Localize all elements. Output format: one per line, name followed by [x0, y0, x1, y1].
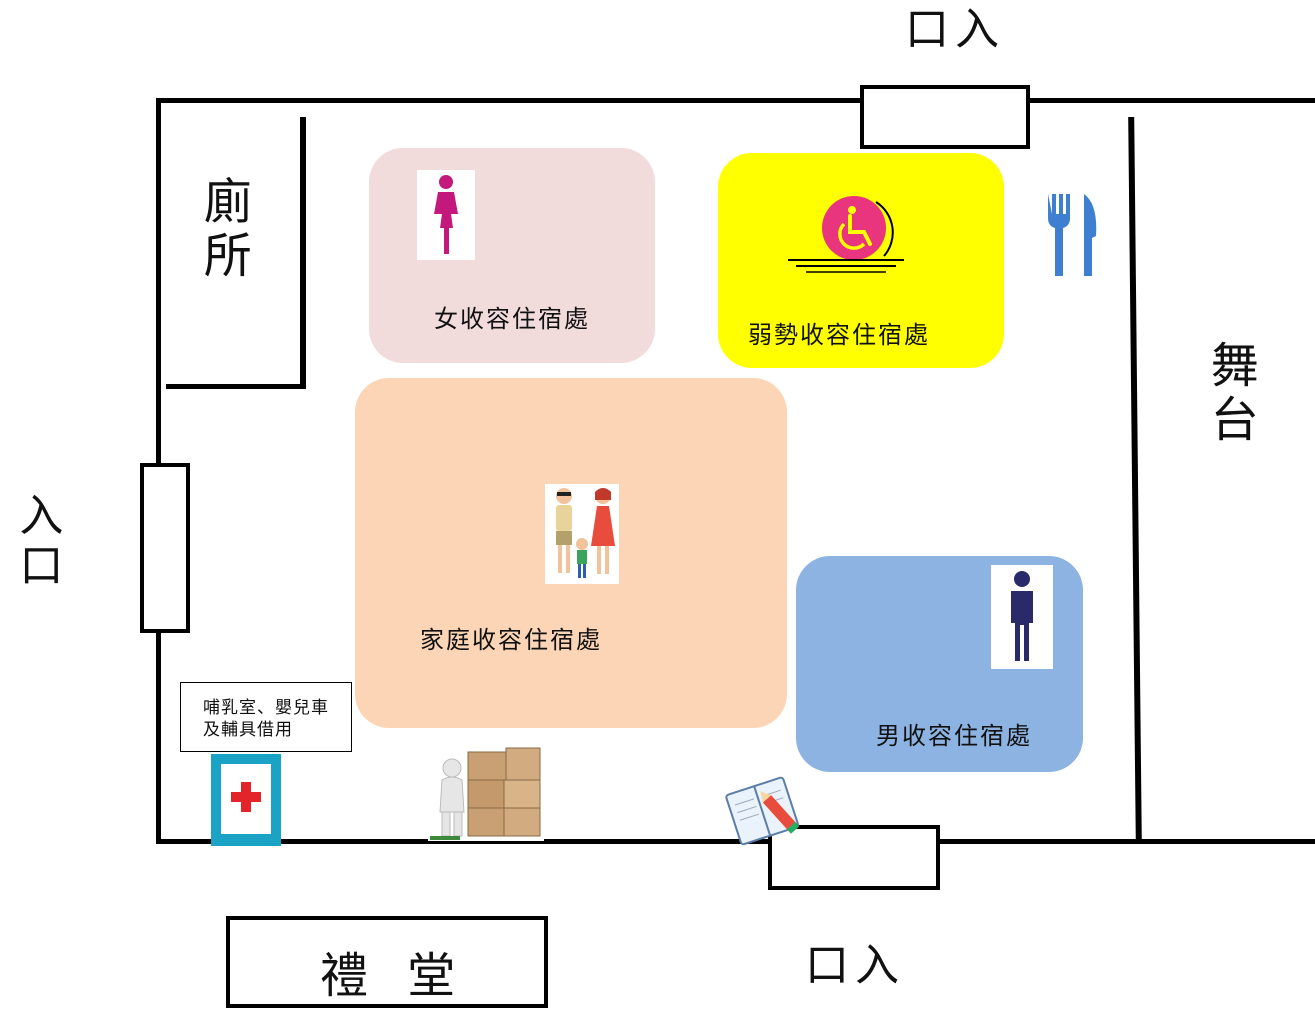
nursing-room-label: 哺乳室、嬰兒車及輔具借用 — [203, 698, 329, 740]
nursing-room-sign: 哺乳室、嬰兒車及輔具借用 — [180, 682, 352, 752]
stage-wall — [1128, 116, 1142, 843]
auditorium-label: 禮 堂 — [320, 948, 468, 1004]
auditorium-box: 禮 堂 — [226, 916, 548, 1008]
male-person-icon — [991, 565, 1053, 669]
entrance-bottom-label: 入口 — [805, 940, 905, 991]
entrance-top-label: 入口 — [905, 4, 1005, 55]
female-zone — [369, 148, 655, 363]
disadvantaged-zone-label: 弱勢收容住宿處 — [748, 321, 930, 349]
boxes-icon — [428, 738, 544, 841]
female-person-icon — [417, 170, 475, 260]
door-top — [860, 85, 1030, 149]
fork-knife-icon — [1042, 190, 1102, 280]
family-zone-label: 家庭收容住宿處 — [420, 626, 602, 654]
toilet-wall-bottom — [166, 384, 306, 389]
toilet-label: 廁所 — [194, 176, 251, 284]
door-bottom — [768, 825, 940, 890]
first-aid-icon — [211, 754, 281, 846]
wall-bottom — [156, 839, 1315, 844]
wheelchair-icon — [786, 192, 906, 276]
wall-top — [156, 98, 1315, 103]
entrance-left-label: 入口 — [11, 492, 63, 592]
toilet-wall-right — [300, 117, 306, 389]
door-left — [140, 463, 190, 633]
notebook-pencil-icon — [722, 770, 808, 850]
family-icon — [545, 484, 619, 584]
female-zone-label: 女收容住宿處 — [434, 305, 590, 333]
male-zone-label: 男收容住宿處 — [876, 722, 1032, 750]
stage-label: 舞台 — [1201, 340, 1258, 448]
